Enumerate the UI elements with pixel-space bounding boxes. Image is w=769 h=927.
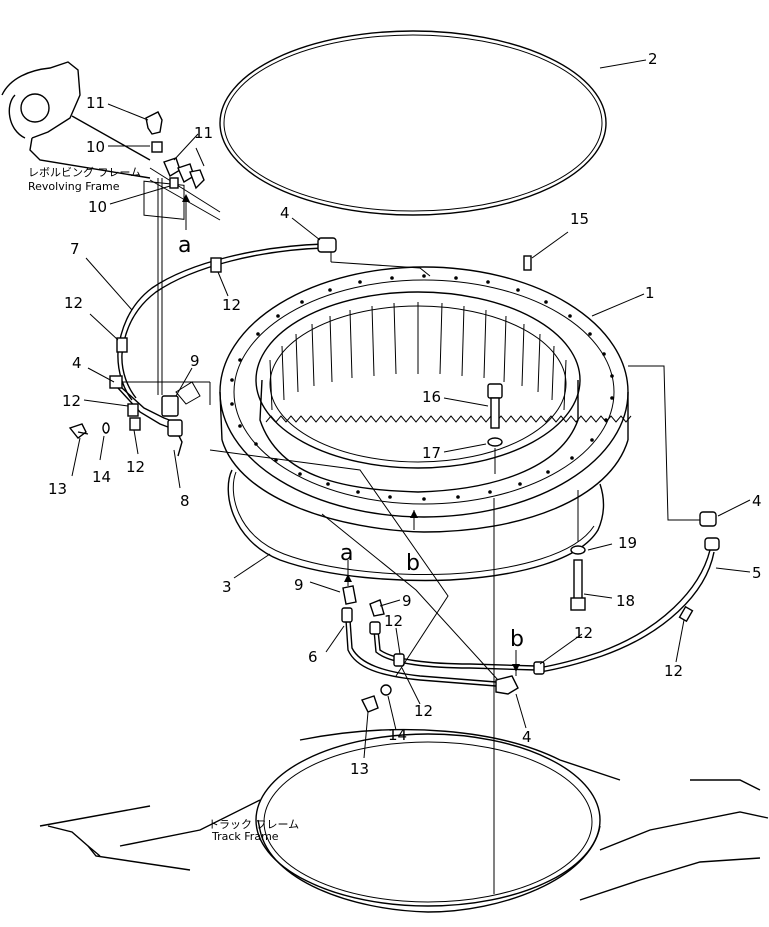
arrow-b-bottom [512, 664, 520, 672]
label-11: 11 [194, 124, 213, 142]
seal-ring-2 [219, 30, 607, 216]
bolt-16 [487, 383, 503, 474]
label-11: 11 [86, 94, 105, 112]
label-19: 19 [618, 534, 637, 552]
label-12: 12 [574, 624, 593, 642]
seal-ring-2-inner [223, 34, 603, 212]
bolt-13-bottom [361, 695, 379, 713]
fitting-4-top [317, 237, 337, 253]
connection-letter-b: b [406, 551, 420, 576]
revolving-frame-label-en: Revolving Frame [28, 180, 120, 193]
track-frame-label-jp: トラック フレーム [208, 818, 299, 831]
label-6: 6 [308, 648, 318, 666]
bolt-holes-ring [230, 274, 614, 501]
label-1: 1 [645, 284, 655, 302]
label-5: 5 [752, 564, 762, 582]
connection-letter-a: a [178, 233, 191, 258]
label-7: 7 [70, 240, 80, 258]
label-14: 14 [388, 726, 407, 744]
revolving-frame-label-jp: レボルビング フレーム [28, 165, 141, 179]
label-12: 12 [62, 392, 81, 410]
arrow-a-bottom [344, 574, 352, 582]
arrow-a-top [182, 194, 190, 202]
fitting-group-top [145, 111, 205, 190]
hose-7 [117, 243, 325, 401]
label-12: 12 [222, 296, 241, 314]
label-3: 3 [222, 578, 232, 596]
hose-5 [537, 549, 711, 669]
label-8: 8 [180, 492, 190, 510]
label-12: 12 [384, 612, 403, 630]
fitting-4-right [699, 511, 717, 527]
label-14: 14 [92, 468, 111, 486]
label-2: 2 [648, 50, 658, 68]
bolt-13-left [68, 422, 110, 439]
connector-block-left [109, 178, 211, 457]
leader-lines [71, 59, 751, 759]
connection-letter-a: a [340, 541, 353, 566]
label-4: 4 [72, 354, 82, 372]
hose-6 [345, 619, 497, 687]
label-16: 16 [422, 388, 441, 406]
pin-15 [523, 255, 532, 271]
label-4: 4 [522, 728, 532, 746]
arrow-b-ring [410, 510, 418, 518]
label-12: 12 [664, 662, 683, 680]
label-10: 10 [86, 138, 105, 156]
label-9: 9 [402, 592, 412, 610]
label-12: 12 [414, 702, 433, 720]
bolt-18 [570, 490, 586, 611]
label-12: 12 [64, 294, 83, 312]
label-17: 17 [422, 444, 441, 462]
seal-ring-3 [227, 469, 605, 582]
swing-circle-1 [219, 266, 632, 533]
label-18: 18 [616, 592, 635, 610]
label-9: 9 [190, 352, 200, 370]
label-4: 4 [280, 204, 290, 222]
track-frame-outline [39, 728, 769, 913]
fitting-4-bottom [495, 675, 519, 695]
clamp-12-top [210, 257, 222, 273]
track-frame-label-en: Track Frame [211, 830, 279, 843]
label-10: 10 [88, 198, 107, 216]
label-13: 13 [350, 760, 369, 778]
connection-letter-b: b [510, 627, 524, 652]
label-15: 15 [570, 210, 589, 228]
revolving-frame-outline [1, 61, 221, 221]
label-9: 9 [294, 576, 304, 594]
label-13: 13 [48, 480, 67, 498]
label-12: 12 [126, 458, 145, 476]
label-4: 4 [752, 492, 762, 510]
part-number-labels: 1 2 3 4 4 4 4 5 6 7 8 9 9 9 10 10 11 11 … [48, 50, 762, 778]
